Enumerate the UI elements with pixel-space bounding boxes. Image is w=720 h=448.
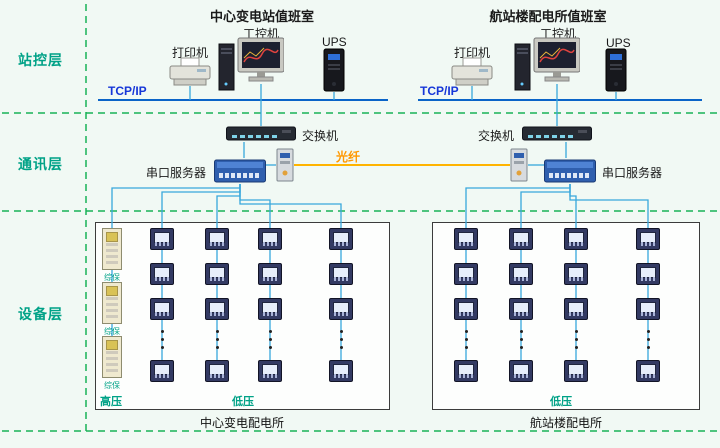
tcpip-label-right: TCP/IP bbox=[420, 84, 459, 98]
power-meter bbox=[564, 228, 588, 250]
ellipsis-dot bbox=[465, 346, 468, 349]
layer-label-station: 站控层 bbox=[18, 52, 63, 68]
fiber-label: 光纤 bbox=[336, 150, 361, 164]
fiber-converter-icon-right bbox=[510, 147, 528, 183]
power-meter bbox=[329, 298, 353, 320]
serial-server-icon-right bbox=[544, 158, 596, 184]
printer-label-right: 打印机 bbox=[454, 46, 491, 60]
ellipsis-dot bbox=[520, 346, 523, 349]
power-meter bbox=[150, 298, 174, 320]
power-meter bbox=[636, 263, 660, 285]
cabinet-label: 综保 bbox=[104, 273, 120, 282]
printer-label-left: 打印机 bbox=[172, 46, 209, 60]
ellipsis-dot bbox=[465, 330, 468, 333]
power-meter bbox=[329, 228, 353, 250]
power-meter bbox=[205, 228, 229, 250]
ellipsis-dot bbox=[575, 338, 578, 341]
protection-cabinet bbox=[102, 282, 122, 324]
power-meter bbox=[150, 228, 174, 250]
ellipsis-dot bbox=[216, 330, 219, 333]
power-meter bbox=[205, 263, 229, 285]
power-meter bbox=[636, 228, 660, 250]
lv-label-left: 低压 bbox=[232, 396, 254, 408]
power-meter bbox=[329, 263, 353, 285]
layer-label-device: 设备层 bbox=[18, 306, 63, 322]
power-meter bbox=[258, 298, 282, 320]
printer-icon-left bbox=[168, 57, 212, 87]
ups-label-left: UPS bbox=[322, 35, 347, 49]
ellipsis-dot bbox=[647, 338, 650, 341]
power-meter bbox=[454, 263, 478, 285]
panel-caption-terminal: 航站楼配电所 bbox=[529, 416, 602, 430]
power-meter bbox=[509, 360, 533, 382]
power-meter bbox=[329, 360, 353, 382]
industrial-pc-icon-left bbox=[218, 36, 285, 92]
ellipsis-dot bbox=[216, 346, 219, 349]
power-meter bbox=[564, 360, 588, 382]
room-title-central: 中心变电站值班室 bbox=[209, 9, 314, 24]
ellipsis-dot bbox=[161, 330, 164, 333]
switch-icon-right bbox=[522, 126, 592, 142]
ellipsis-dot bbox=[161, 346, 164, 349]
ups-icon-right bbox=[602, 48, 630, 92]
ellipsis-dot bbox=[575, 330, 578, 333]
ellipsis-dot bbox=[520, 330, 523, 333]
serial-server-label-right: 串口服务器 bbox=[602, 166, 663, 180]
serial-server-label-left: 串口服务器 bbox=[146, 166, 207, 180]
ellipsis-dot bbox=[575, 346, 578, 349]
ellipsis-dot bbox=[269, 330, 272, 333]
industrial-pc-icon-right bbox=[514, 36, 581, 92]
lv-label-right: 低压 bbox=[550, 396, 572, 408]
protection-cabinet bbox=[102, 228, 122, 270]
ellipsis-dot bbox=[161, 338, 164, 341]
ellipsis-dot bbox=[269, 338, 272, 341]
panel-caption-central: 中心变电配电所 bbox=[199, 416, 284, 430]
cabinet-label: 综保 bbox=[104, 381, 120, 390]
power-meter bbox=[564, 263, 588, 285]
switch-label-right: 交换机 bbox=[478, 129, 515, 143]
ellipsis-dot bbox=[340, 346, 343, 349]
switch-icon-left bbox=[226, 126, 296, 142]
ellipsis-dot bbox=[465, 338, 468, 341]
printer-icon-right bbox=[450, 57, 494, 87]
power-meter bbox=[454, 298, 478, 320]
ellipsis-dot bbox=[340, 338, 343, 341]
power-meter bbox=[564, 298, 588, 320]
switch-label-left: 交换机 bbox=[302, 129, 339, 143]
protection-cabinet bbox=[102, 336, 122, 378]
power-meter bbox=[636, 360, 660, 382]
power-meter bbox=[258, 228, 282, 250]
ups-icon-left bbox=[320, 48, 348, 92]
layer-label-comm: 通讯层 bbox=[18, 156, 63, 172]
ups-label-right: UPS bbox=[606, 36, 631, 50]
tcpip-label-left: TCP/IP bbox=[108, 84, 147, 98]
ellipsis-dot bbox=[340, 330, 343, 333]
power-meter bbox=[509, 263, 533, 285]
ellipsis-dot bbox=[520, 338, 523, 341]
power-meter bbox=[454, 360, 478, 382]
hv-label: 高压 bbox=[100, 396, 122, 408]
serial-server-icon-left bbox=[214, 158, 266, 184]
power-meter bbox=[636, 298, 660, 320]
power-meter bbox=[150, 360, 174, 382]
power-meter bbox=[258, 263, 282, 285]
power-meter bbox=[258, 360, 282, 382]
power-meter bbox=[205, 360, 229, 382]
room-title-terminal: 航站楼配电所值班室 bbox=[489, 9, 607, 24]
power-meter bbox=[454, 228, 478, 250]
ellipsis-dot bbox=[216, 338, 219, 341]
ellipsis-dot bbox=[647, 330, 650, 333]
fiber-converter-icon-left bbox=[276, 147, 294, 183]
ellipsis-dot bbox=[647, 346, 650, 349]
power-meter bbox=[205, 298, 229, 320]
power-meter bbox=[150, 263, 174, 285]
cabinet-label: 综保 bbox=[104, 327, 120, 336]
power-meter bbox=[509, 298, 533, 320]
power-meter bbox=[509, 228, 533, 250]
ellipsis-dot bbox=[269, 346, 272, 349]
